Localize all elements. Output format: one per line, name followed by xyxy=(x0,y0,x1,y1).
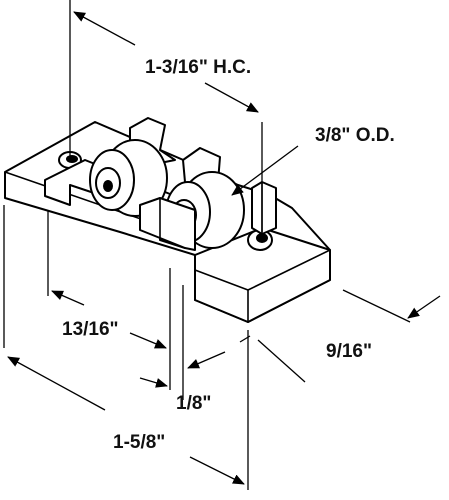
hc-arrow-left xyxy=(73,11,136,46)
tab-width-label: 13/16" xyxy=(62,319,119,340)
tab-arrow-right xyxy=(129,332,167,349)
od-leader xyxy=(231,145,299,196)
slot-gap-label: 1/8" xyxy=(176,393,211,414)
depth-extension-front xyxy=(257,339,306,383)
depth-label: 9/16" xyxy=(326,341,372,362)
post-right xyxy=(251,181,277,235)
depth-extension-back xyxy=(342,289,411,323)
hole-center-label: 1-3/16" H.C. xyxy=(145,57,251,78)
slot-arrow-left xyxy=(139,377,168,388)
overall-length-label: 1-5/8" xyxy=(113,432,165,453)
dimension-labels: 1-3/16" H.C. 3/8" O.D. 13/16" 9/16" 1/8"… xyxy=(62,57,395,453)
tab-arrow-left xyxy=(51,290,85,306)
outer-diameter-label: 3/8" O.D. xyxy=(315,125,395,146)
overall-arrow-left xyxy=(7,356,106,411)
overall-arrow-right xyxy=(189,456,245,485)
roller-bracket xyxy=(4,117,331,323)
slot-arrow-right xyxy=(187,351,226,369)
depth-arrow-back xyxy=(407,295,441,319)
hc-arrow-right xyxy=(204,82,259,113)
roller-wheel-left xyxy=(89,139,168,217)
dimension-lines xyxy=(3,0,441,490)
